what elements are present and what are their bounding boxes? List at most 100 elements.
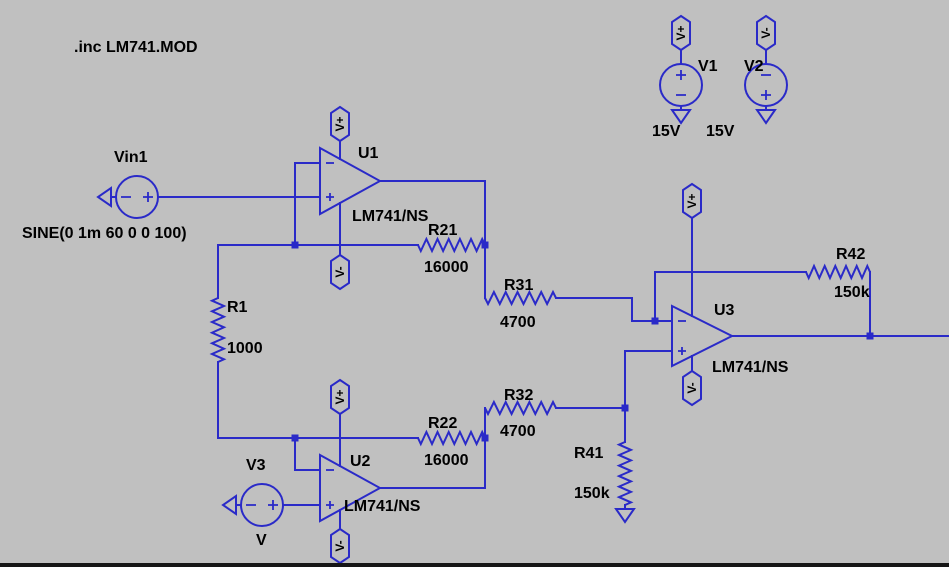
ground-v1[interactable] [670, 109, 692, 125]
vplus-flag-shape[interactable] [330, 378, 350, 416]
opamp-u3[interactable]: U3 LM741/NS [671, 302, 789, 376]
resistor-r42-body[interactable] [805, 263, 871, 281]
opamp-u2-body[interactable] [319, 453, 383, 523]
ground-v3[interactable] [221, 494, 237, 516]
power-flag-vplus-u2[interactable]: V+ [330, 378, 350, 416]
resistor-r32-label: R32 [504, 387, 533, 404]
resistor-r21[interactable]: R21 16000 [417, 222, 486, 276]
resistor-r1-body[interactable] [209, 297, 227, 363]
vin1-polarity-marks [121, 192, 153, 202]
vplus-flag-text: V+ [674, 25, 688, 40]
u3-plus-input-mark [678, 347, 686, 355]
opamp-u1[interactable]: U1 LM741/NS [319, 145, 429, 225]
power-flag-vplus-u1[interactable]: V+ [330, 105, 350, 143]
ground-v2[interactable] [755, 109, 777, 125]
resistor-r32-value: 4700 [500, 423, 536, 440]
wire-u2-minus-branch[interactable] [294, 437, 321, 471]
voltage-source-vin1[interactable]: Vin1 SINE(0 1m 60 0 0 100) [22, 149, 187, 242]
v1-body[interactable] [659, 63, 703, 107]
voltage-source-v3[interactable]: V3 V [240, 457, 284, 549]
power-flag-vminus-u3[interactable]: V- [682, 369, 702, 407]
ground-icon[interactable] [221, 494, 237, 516]
power-flag-vminus-u1[interactable]: V- [330, 253, 350, 291]
resistor-r41[interactable]: R41 150k [574, 441, 634, 506]
vminus-flag-text: V- [333, 266, 347, 277]
v2-polarity-marks [761, 74, 771, 100]
resistor-r31-label: R31 [504, 277, 533, 294]
resistor-r1[interactable]: R1 1000 [209, 297, 263, 363]
vplus-flag-shape[interactable] [330, 105, 350, 143]
power-flag-vminus-v2[interactable]: V- [756, 14, 776, 52]
junction-dot [866, 332, 874, 340]
junction-dot [291, 241, 299, 249]
v1-polarity-marks [676, 70, 686, 96]
vin1-label: Vin1 [114, 149, 148, 166]
v2-label: V2 [744, 58, 764, 75]
wires[interactable] [110, 49, 949, 530]
vin1-body[interactable] [115, 175, 159, 219]
resistor-r22-label: R22 [428, 415, 457, 432]
vplus-flag-shape[interactable] [682, 182, 702, 220]
resistor-r1-value: 1000 [227, 340, 263, 357]
ground-icon[interactable] [755, 109, 777, 125]
resistor-r42-label: R42 [836, 246, 865, 263]
vminus-flag-shape[interactable] [330, 253, 350, 291]
v3-label: V3 [246, 457, 266, 474]
ground-icon[interactable] [96, 186, 112, 208]
voltage-source-v2[interactable]: V2 15V [706, 58, 788, 140]
window-edge [0, 563, 949, 567]
wire-u2-out-up[interactable] [379, 437, 486, 489]
opamp-u2[interactable]: U2 LM741/NS [319, 453, 421, 523]
resistor-r42[interactable]: R42 150k [805, 246, 871, 301]
wire-u1-out-down[interactable] [379, 180, 486, 246]
power-flag-vplus-u3[interactable]: V+ [682, 182, 702, 220]
opamp-u1-value: LM741/NS [352, 208, 429, 225]
vplus-flag-text: V+ [333, 389, 347, 404]
opamp-u3-body[interactable] [671, 304, 735, 368]
v3-value: V [256, 532, 267, 549]
resistor-r41-body[interactable] [616, 441, 634, 506]
ground-icon[interactable] [670, 109, 692, 125]
opamp-u3-value: LM741/NS [712, 359, 789, 376]
ground-vin1[interactable] [96, 186, 112, 208]
power-flag-vplus-v1[interactable]: V+ [671, 14, 691, 52]
vminus-flag-text: V- [685, 382, 699, 393]
resistor-r31-value: 4700 [500, 314, 536, 331]
v3-body[interactable] [240, 483, 284, 527]
resistor-r32[interactable]: R32 4700 [484, 387, 557, 440]
resistor-r1-label: R1 [227, 299, 248, 316]
resistor-r42-value: 150k [834, 284, 870, 301]
resistor-r41-value: 150k [574, 485, 610, 502]
resistor-r41-label: R41 [574, 445, 603, 462]
ground-r41[interactable] [614, 508, 636, 524]
resistor-r31[interactable]: R31 4700 [484, 277, 557, 331]
u1-plus-input-mark [326, 193, 334, 201]
junction-dot [651, 317, 659, 325]
junction-dot [291, 434, 299, 442]
ground-icon[interactable] [614, 508, 636, 524]
resistor-r32-body[interactable] [484, 399, 557, 417]
v1-label: V1 [698, 58, 718, 75]
vminus-flag-text: V- [333, 540, 347, 551]
wire-node-to-u3-plus[interactable] [624, 350, 673, 409]
wire-r42-to-u3-minus[interactable] [654, 271, 807, 322]
vminus-flag-shape[interactable] [682, 369, 702, 407]
v2-body[interactable] [744, 63, 788, 107]
vminus-flag-shape[interactable] [756, 14, 776, 52]
wire-u1-minus-branch[interactable] [294, 162, 321, 246]
resistor-r22-value: 16000 [424, 452, 469, 469]
resistor-r31-body[interactable] [484, 289, 557, 307]
opamp-u1-body[interactable] [319, 146, 383, 216]
resistor-r21-body[interactable] [417, 236, 486, 254]
resistor-r22[interactable]: R22 16000 [417, 415, 486, 469]
spice-directive[interactable]: .inc LM741.MOD [74, 39, 198, 56]
v2-value: 15V [706, 123, 735, 140]
wire-bottom-feedback[interactable] [217, 361, 419, 439]
vplus-flag-shape[interactable] [671, 14, 691, 52]
voltage-source-v1[interactable]: V1 15V [652, 58, 718, 140]
wire-top-feedback[interactable] [217, 244, 419, 299]
resistor-r22-body[interactable] [417, 429, 486, 447]
